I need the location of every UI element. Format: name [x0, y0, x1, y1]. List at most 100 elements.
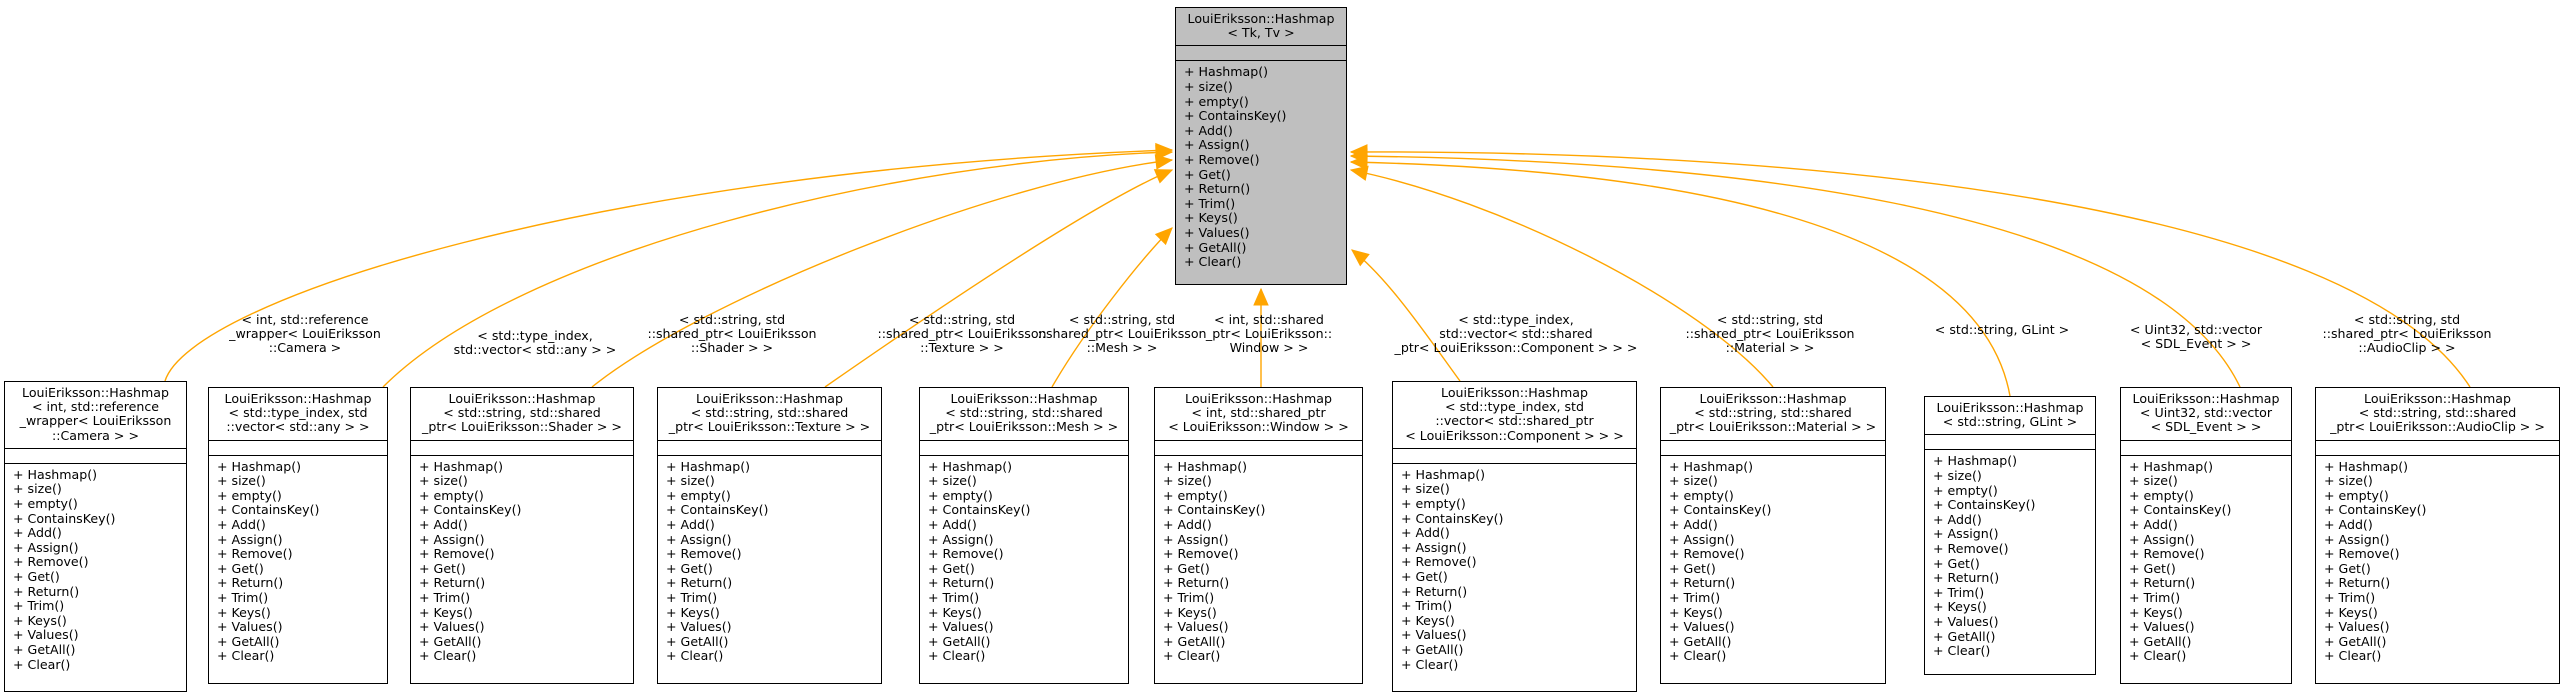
operation-item: + Trim() [2129, 589, 2181, 605]
inheritance-arrowhead [1349, 165, 1369, 181]
derived-class-node[interactable]: LouiEriksson::Hashmap< std::string, GLin… [1924, 396, 2096, 675]
class-name: LouiEriksson::Hashmap< std::string, std:… [422, 391, 622, 435]
operation-item: + Trim() [1669, 589, 1721, 605]
operation-item: + size() [2129, 473, 2178, 489]
operation-item: + Values() [2129, 619, 2195, 635]
base-class-node[interactable]: LouiEriksson::Hashmap< Tk, Tv >+ Hashmap… [1175, 7, 1347, 285]
operation-item: + Clear() [419, 648, 477, 664]
attributes-compartment [1176, 45, 1346, 60]
operation-item: + Clear() [13, 656, 71, 672]
operation-item: + Hashmap() [666, 458, 751, 474]
operation-item: + ContainsKey() [2324, 502, 2427, 518]
operation-item: + Trim() [1184, 195, 1236, 211]
operation-item: + Get() [666, 560, 713, 576]
operation-item: + Values() [1184, 224, 1250, 240]
derived-class-node[interactable]: LouiEriksson::Hashmap< int, std::referen… [4, 381, 187, 692]
attributes-compartment [920, 439, 1128, 455]
operations-compartment: + Hashmap()+ size()+ empty()+ ContainsKe… [1661, 454, 1885, 668]
derived-class-node[interactable]: LouiEriksson::Hashmap< int, std::shared_… [1154, 387, 1363, 684]
derived-class-node[interactable]: LouiEriksson::Hashmap< std::string, std:… [657, 387, 882, 684]
edge-template-label: < Uint32, std::vector< SDL_Event > > [2129, 322, 2263, 352]
operation-item: + ContainsKey() [928, 502, 1031, 518]
operation-item: + Trim() [1163, 589, 1215, 605]
operation-item: + Assign() [2129, 531, 2195, 547]
derived-class-node[interactable]: LouiEriksson::Hashmap< Uint32, std::vect… [2120, 387, 2292, 684]
operation-item: + Keys() [419, 604, 473, 620]
operation-item: + Values() [2324, 619, 2390, 635]
operation-item: + GetAll() [928, 633, 991, 649]
operation-item: + GetAll() [13, 641, 76, 657]
class-name: LouiEriksson::Hashmap< std::string, std:… [2330, 391, 2545, 435]
operation-item: + Return() [419, 575, 486, 591]
operation-item: + Clear() [2324, 648, 2382, 664]
operation-item: + Add() [13, 525, 62, 541]
attributes-compartment [1661, 439, 1885, 455]
operation-item: + GetAll() [1933, 628, 1996, 644]
operation-item: + empty() [1184, 93, 1249, 109]
inheritance-edge [1350, 151, 2471, 388]
operation-item: + Return() [1401, 583, 1468, 599]
operation-item: + Keys() [13, 612, 67, 628]
derived-class-node[interactable]: LouiEriksson::Hashmap< std::string, std:… [919, 387, 1129, 684]
operation-item: + Values() [928, 619, 994, 635]
operation-item: + Get() [1163, 560, 1210, 576]
class-name: LouiEriksson::Hashmap< int, std::referen… [19, 385, 172, 443]
derived-class-node[interactable]: LouiEriksson::Hashmap< std::string, std:… [410, 387, 634, 684]
edge-template-label: < int, std::reference_wrapper< LouiEriks… [229, 312, 381, 356]
attributes-compartment [1393, 447, 1636, 463]
operation-item: + GetAll() [2324, 633, 2387, 649]
operation-item: + empty() [13, 496, 78, 511]
operation-item: + Assign() [13, 539, 79, 555]
operation-item: + Hashmap() [2129, 458, 2214, 474]
operation-item: + Get() [928, 560, 975, 576]
operation-item: + Hashmap() [1163, 458, 1248, 474]
operation-item: + Trim() [928, 589, 980, 605]
operation-item: + empty() [1163, 487, 1228, 503]
operation-item: + Return() [13, 583, 80, 599]
operation-item: + size() [928, 473, 977, 489]
operation-item: + Keys() [1184, 210, 1238, 226]
operation-item: + Clear() [1184, 254, 1242, 270]
operation-item: + Add() [217, 516, 266, 532]
operation-item: + Keys() [2324, 604, 2378, 620]
operation-item: + Return() [217, 575, 284, 591]
operation-item: + Clear() [1163, 648, 1221, 664]
edge-template-label: < std::type_index,std::vector< std::any … [453, 328, 617, 358]
operation-item: + Hashmap() [1184, 64, 1269, 80]
operation-item: + size() [1401, 481, 1450, 497]
inheritance-edge [382, 151, 1173, 388]
operation-item: + size() [1669, 473, 1718, 489]
operation-item: + size() [1933, 468, 1982, 483]
derived-class-node[interactable]: LouiEriksson::Hashmap< std::type_index, … [208, 387, 388, 684]
operation-item: + Assign() [1669, 531, 1735, 547]
derived-class-node[interactable]: LouiEriksson::Hashmap< std::string, std:… [2315, 387, 2560, 684]
inheritance-arrowhead [1154, 227, 1173, 246]
operation-item: + Hashmap() [419, 458, 504, 474]
class-name: LouiEriksson::Hashmap< std::string, GLin… [1936, 400, 2084, 430]
operation-item: + ContainsKey() [1933, 497, 2036, 513]
operation-item: + Assign() [1163, 531, 1229, 547]
operation-item: + Get() [1933, 555, 1980, 571]
operation-item: + Add() [1401, 525, 1450, 541]
operation-item: + empty() [1933, 482, 1998, 498]
inheritance-arrowhead [1349, 144, 1368, 160]
operation-item: + Return() [1163, 575, 1230, 591]
inheritance-arrowhead [1351, 249, 1370, 267]
operation-item: + ContainsKey() [419, 502, 522, 518]
operation-item: + Assign() [928, 531, 994, 547]
operation-item: + Get() [2324, 560, 2371, 576]
operation-item: + Keys() [217, 604, 271, 620]
operations-compartment: + Hashmap()+ size()+ empty()+ ContainsKe… [209, 454, 387, 668]
operation-item: + Get() [13, 568, 60, 584]
derived-class-node[interactable]: LouiEriksson::Hashmap< std::type_index, … [1392, 381, 1637, 692]
operation-item: + Get() [2129, 560, 2176, 576]
operation-item: + Add() [1184, 122, 1233, 138]
attributes-compartment [2121, 439, 2291, 455]
derived-class-node[interactable]: LouiEriksson::Hashmap< std::string, std:… [1660, 387, 1886, 684]
operation-item: + Add() [1669, 516, 1718, 532]
class-name: LouiEriksson::Hashmap< int, std::shared_… [1168, 391, 1349, 435]
operation-item: + Values() [419, 619, 485, 635]
operation-item: + GetAll() [217, 633, 280, 649]
operation-item: + Clear() [928, 648, 986, 664]
